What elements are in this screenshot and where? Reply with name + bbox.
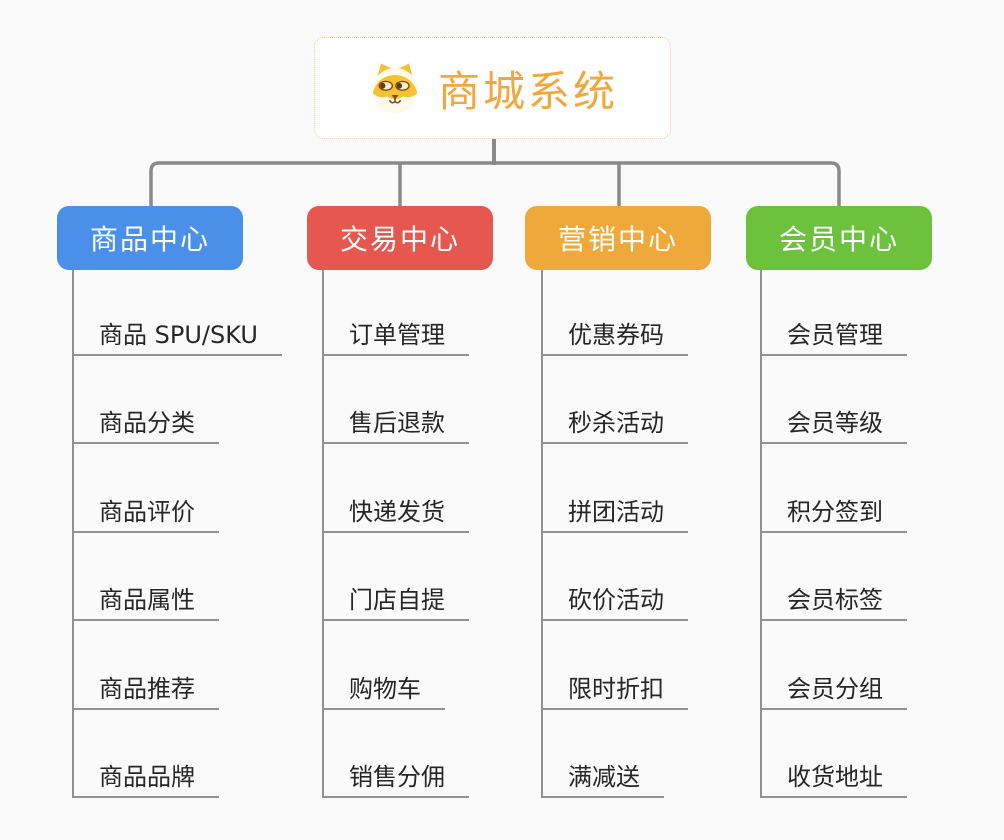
- node-item[interactable]: 门店自提: [322, 579, 469, 621]
- node-item[interactable]: 销售分佣: [322, 756, 469, 798]
- node-item[interactable]: 收货地址: [760, 756, 907, 798]
- branch2-child-spine: [322, 270, 324, 798]
- node-item[interactable]: 会员分组: [760, 668, 907, 710]
- node-item[interactable]: 会员等级: [760, 402, 907, 444]
- branch-node-marketing-center[interactable]: 营销中心: [525, 206, 711, 270]
- branch3-child-spine: [541, 270, 543, 798]
- node-item[interactable]: 砍价活动: [541, 579, 688, 621]
- branch-node-trade-center[interactable]: 交易中心: [307, 206, 493, 270]
- node-item[interactable]: 会员标签: [760, 579, 907, 621]
- node-item[interactable]: 会员管理: [760, 314, 907, 356]
- node-item[interactable]: 商品 SPU/SKU: [72, 314, 282, 356]
- node-item[interactable]: 商品推荐: [72, 668, 219, 710]
- root-node[interactable]: 商城系统: [314, 37, 671, 139]
- branch4-child-spine: [760, 270, 762, 798]
- shiba-dog-icon: [367, 60, 423, 116]
- node-item[interactable]: 商品分类: [72, 402, 219, 444]
- root-title: 商城系统: [437, 66, 618, 116]
- node-item[interactable]: 售后退款: [322, 402, 469, 444]
- node-item[interactable]: 购物车: [322, 668, 445, 710]
- node-item[interactable]: 商品评价: [72, 491, 219, 533]
- node-item[interactable]: 限时折扣: [541, 668, 688, 710]
- node-item[interactable]: 积分签到: [760, 491, 907, 533]
- node-item[interactable]: 优惠券码: [541, 314, 688, 356]
- node-item[interactable]: 拼团活动: [541, 491, 688, 533]
- node-item[interactable]: 商品品牌: [72, 756, 219, 798]
- node-item[interactable]: 订单管理: [322, 314, 469, 356]
- node-item[interactable]: 秒杀活动: [541, 402, 688, 444]
- node-item[interactable]: 快递发货: [322, 491, 469, 533]
- bus-line: [149, 161, 841, 206]
- branch-node-member-center[interactable]: 会员中心: [746, 206, 932, 270]
- node-item[interactable]: 商品属性: [72, 579, 219, 621]
- branch1-child-spine: [72, 270, 74, 798]
- node-item[interactable]: 满减送: [541, 756, 664, 798]
- branch-node-product-center[interactable]: 商品中心: [57, 206, 243, 270]
